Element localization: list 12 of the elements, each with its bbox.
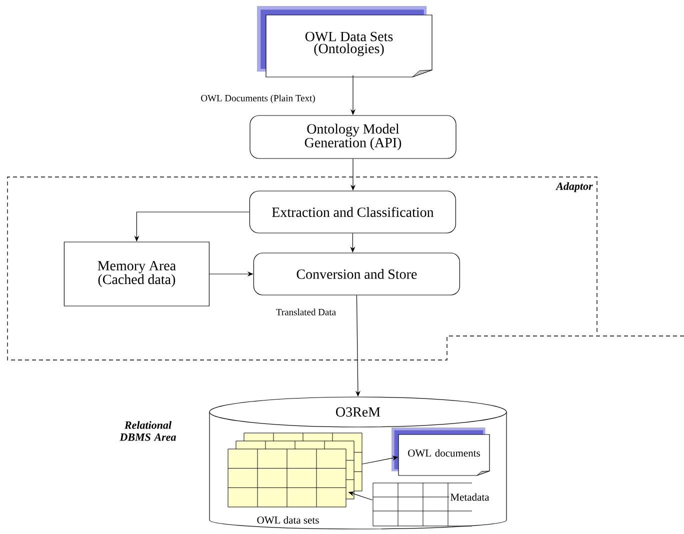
- process-box: Extraction and Classification: [249, 190, 456, 234]
- node-label: OWL data sets: [257, 516, 319, 524]
- table-stack: OWL data sets: [228, 432, 362, 524]
- storage-box: Memory Area (Cached data): [64, 242, 210, 306]
- area-label: Relational DBMS Area: [120, 421, 176, 441]
- node-label: Metadata: [450, 493, 490, 501]
- process-box: Ontology Model Generation (API): [250, 115, 456, 159]
- edge-label: OWL Documents (Plain Text): [200, 94, 316, 104]
- edge-label: Translated Data: [274, 308, 338, 316]
- document-stack: OWL Data Sets (Ontologies): [257, 6, 432, 78]
- metadata-table: Metadata: [372, 482, 490, 526]
- process-box: Conversion and Store: [253, 252, 460, 296]
